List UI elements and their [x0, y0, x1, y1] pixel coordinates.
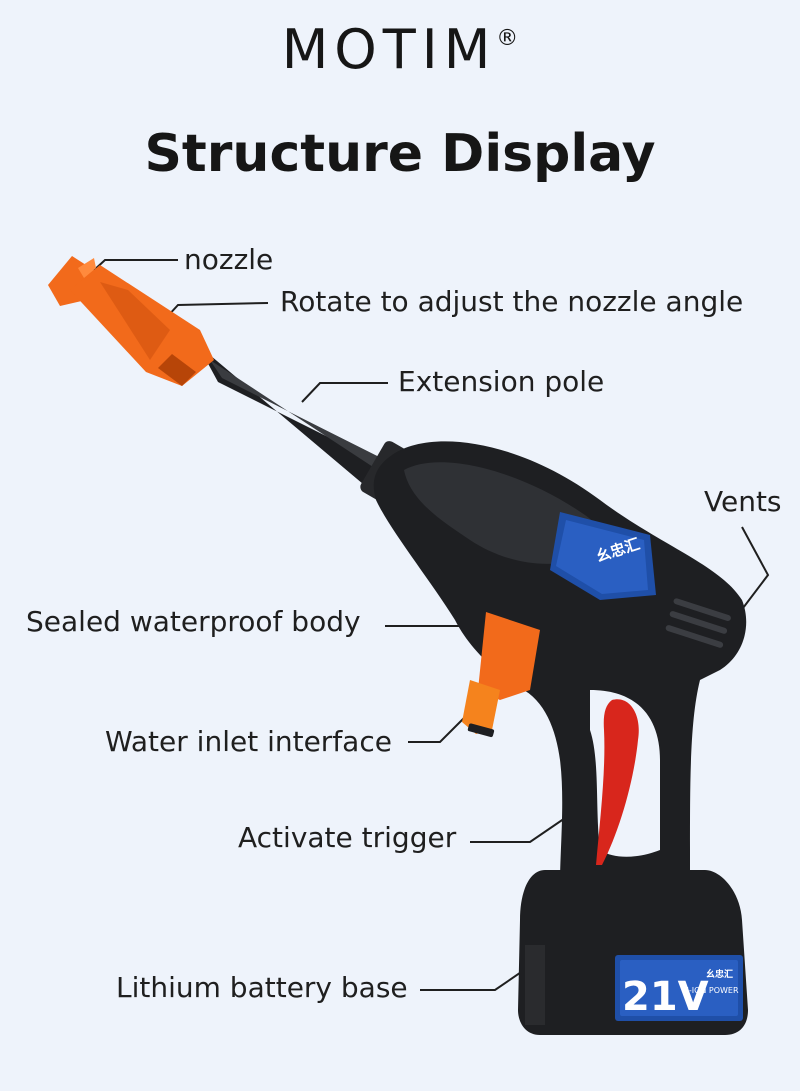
leader-rotate	[165, 302, 269, 319]
trigger	[596, 699, 639, 865]
page-title: Structure Display	[144, 124, 656, 184]
label-activate-trigger: Activate trigger	[238, 821, 457, 854]
brand-logo: MOTIM®	[0, 18, 800, 81]
water-inlet	[462, 612, 540, 738]
battery-base: 21V LI-ION POWER 幺忠汇	[518, 870, 748, 1035]
leader-vents	[739, 526, 770, 613]
label-battery-base: Lithium battery base	[116, 971, 408, 1004]
battery-sub-label: LI-ION POWER	[682, 986, 739, 995]
label-vents: Vents	[704, 485, 782, 518]
label-sealed-body: Sealed waterproof body	[26, 605, 361, 638]
leader-extension	[301, 382, 388, 403]
leader-nozzle	[91, 259, 178, 273]
label-water-inlet: Water inlet interface	[105, 725, 392, 758]
gun-body: 幺忠汇	[373, 441, 747, 885]
leader-battery	[420, 965, 531, 991]
battery-logo: 幺忠汇	[706, 968, 733, 980]
leader-inlet	[408, 711, 471, 743]
battery-voltage: 21V	[622, 974, 709, 1020]
label-nozzle: nozzle	[184, 243, 274, 276]
label-rotate-nozzle-angle: Rotate to adjust the nozzle angle	[280, 285, 744, 318]
nozzle	[48, 256, 214, 386]
label-extension-pole: Extension pole	[398, 365, 605, 398]
brand-name: MOTIM	[281, 18, 497, 81]
registered-mark: ®	[496, 26, 519, 51]
